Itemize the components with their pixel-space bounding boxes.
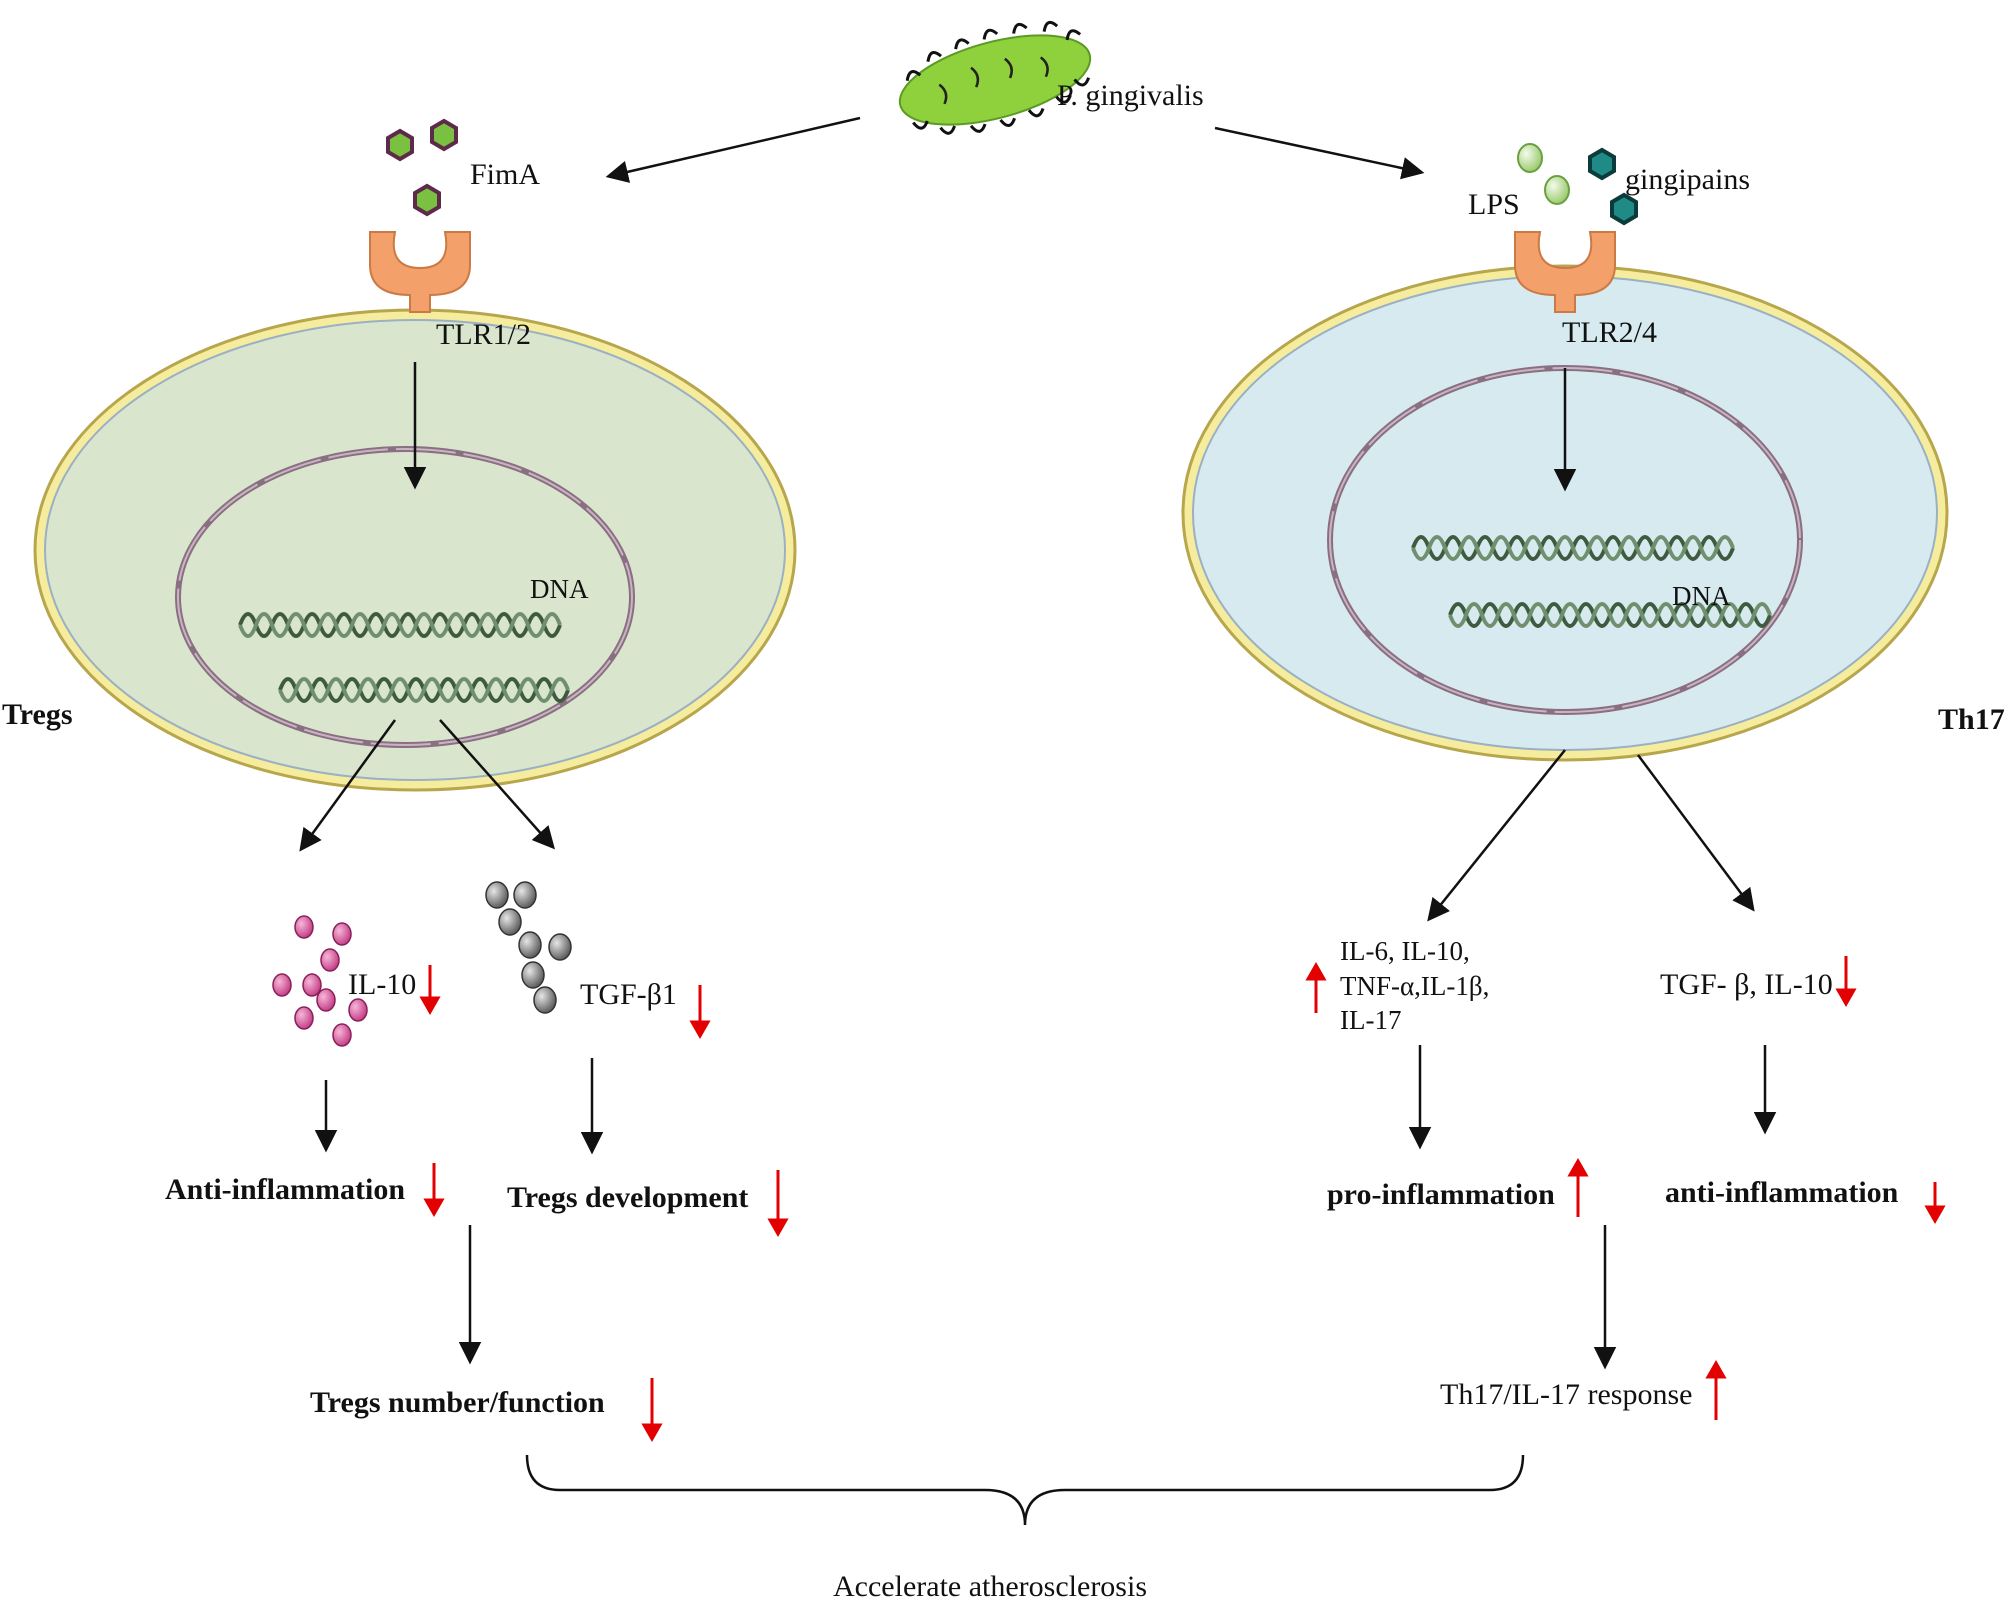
tlr12-receptor-icon [369, 231, 471, 313]
tgfb1-down-arrow-icon [689, 985, 711, 1040]
fima-particles-icon [386, 118, 458, 217]
cytokines-line3: IL-17 [1340, 1005, 1402, 1035]
tregs-development-label: Tregs development [507, 1181, 749, 1214]
cytokines-line1: IL-6, IL-10, [1340, 936, 1470, 966]
tlr12-label: TLR1/2 [436, 318, 531, 351]
arrow-to-il10 [299, 719, 397, 852]
arrow-to-tgfb1 [439, 719, 555, 850]
treg-cell-label: Tregs [2, 698, 73, 731]
th17-response-up-arrow-icon [1705, 1359, 1727, 1420]
pro-inflammation-up-arrow-icon [1567, 1157, 1589, 1217]
tgfb-il10-down-arrow-icon [1835, 956, 1857, 1008]
tlr24-receptor-icon [1514, 231, 1616, 313]
il10-label: IL-10 [348, 968, 417, 1001]
dna-label-right: DNA [1672, 581, 1731, 611]
tregs-dev-down-arrow-icon [767, 1170, 789, 1238]
anti-inflammation-right-label: anti-inflammation [1665, 1176, 1899, 1209]
bacterium-icon [898, 20, 1092, 135]
fima-label: FimA [470, 158, 541, 191]
dna-icon-right [1411, 535, 1772, 628]
dna-icon-left [238, 612, 570, 703]
pathogen-label: P. gingivalis [1057, 79, 1204, 112]
lps-label: LPS [1468, 188, 1520, 221]
treg-nucleus [175, 446, 635, 748]
gingipain-particles-icon [1588, 147, 1638, 226]
th17-cell-label: Th17 [1938, 703, 2005, 736]
arrow-to-tgfb-il10 [1636, 754, 1755, 912]
anti-right-down-arrow-icon [1924, 1182, 1946, 1225]
th17-response-label: Th17/IL-17 response [1440, 1378, 1693, 1411]
tregs-number-down-arrow-icon [641, 1378, 663, 1443]
tgfb-il10-label: TGF- β, IL-10 [1660, 968, 1833, 1001]
bottom-brace [525, 1454, 1525, 1526]
tregs-number-label: Tregs number/function [310, 1386, 605, 1419]
lps-particles-icon [1517, 143, 1570, 205]
anti-left-down-arrow-icon [423, 1163, 445, 1218]
cytokines-line2: TNF-α,IL-1β, [1340, 971, 1490, 1001]
arrow-to-fima [605, 116, 861, 183]
pro-inflammation-label: pro-inflammation [1327, 1178, 1555, 1211]
anti-inflammation-left-label: Anti-inflammation [165, 1173, 405, 1206]
gingipains-label: gingipains [1625, 163, 1750, 196]
dna-label-left: DNA [530, 574, 589, 604]
tlr24-label: TLR2/4 [1562, 316, 1657, 349]
il10-down-arrow-icon [419, 965, 441, 1016]
outcome-label: Accelerate atherosclerosis [833, 1570, 1147, 1599]
arrow-to-lps [1214, 126, 1425, 180]
tgfb1-particles-icon [485, 881, 572, 1014]
arrow-to-cytokines [1427, 749, 1566, 922]
il10-particles-icon [272, 915, 368, 1047]
tgfb1-label: TGF-β1 [580, 978, 677, 1011]
cytokines-up-arrow-icon [1305, 961, 1327, 1013]
